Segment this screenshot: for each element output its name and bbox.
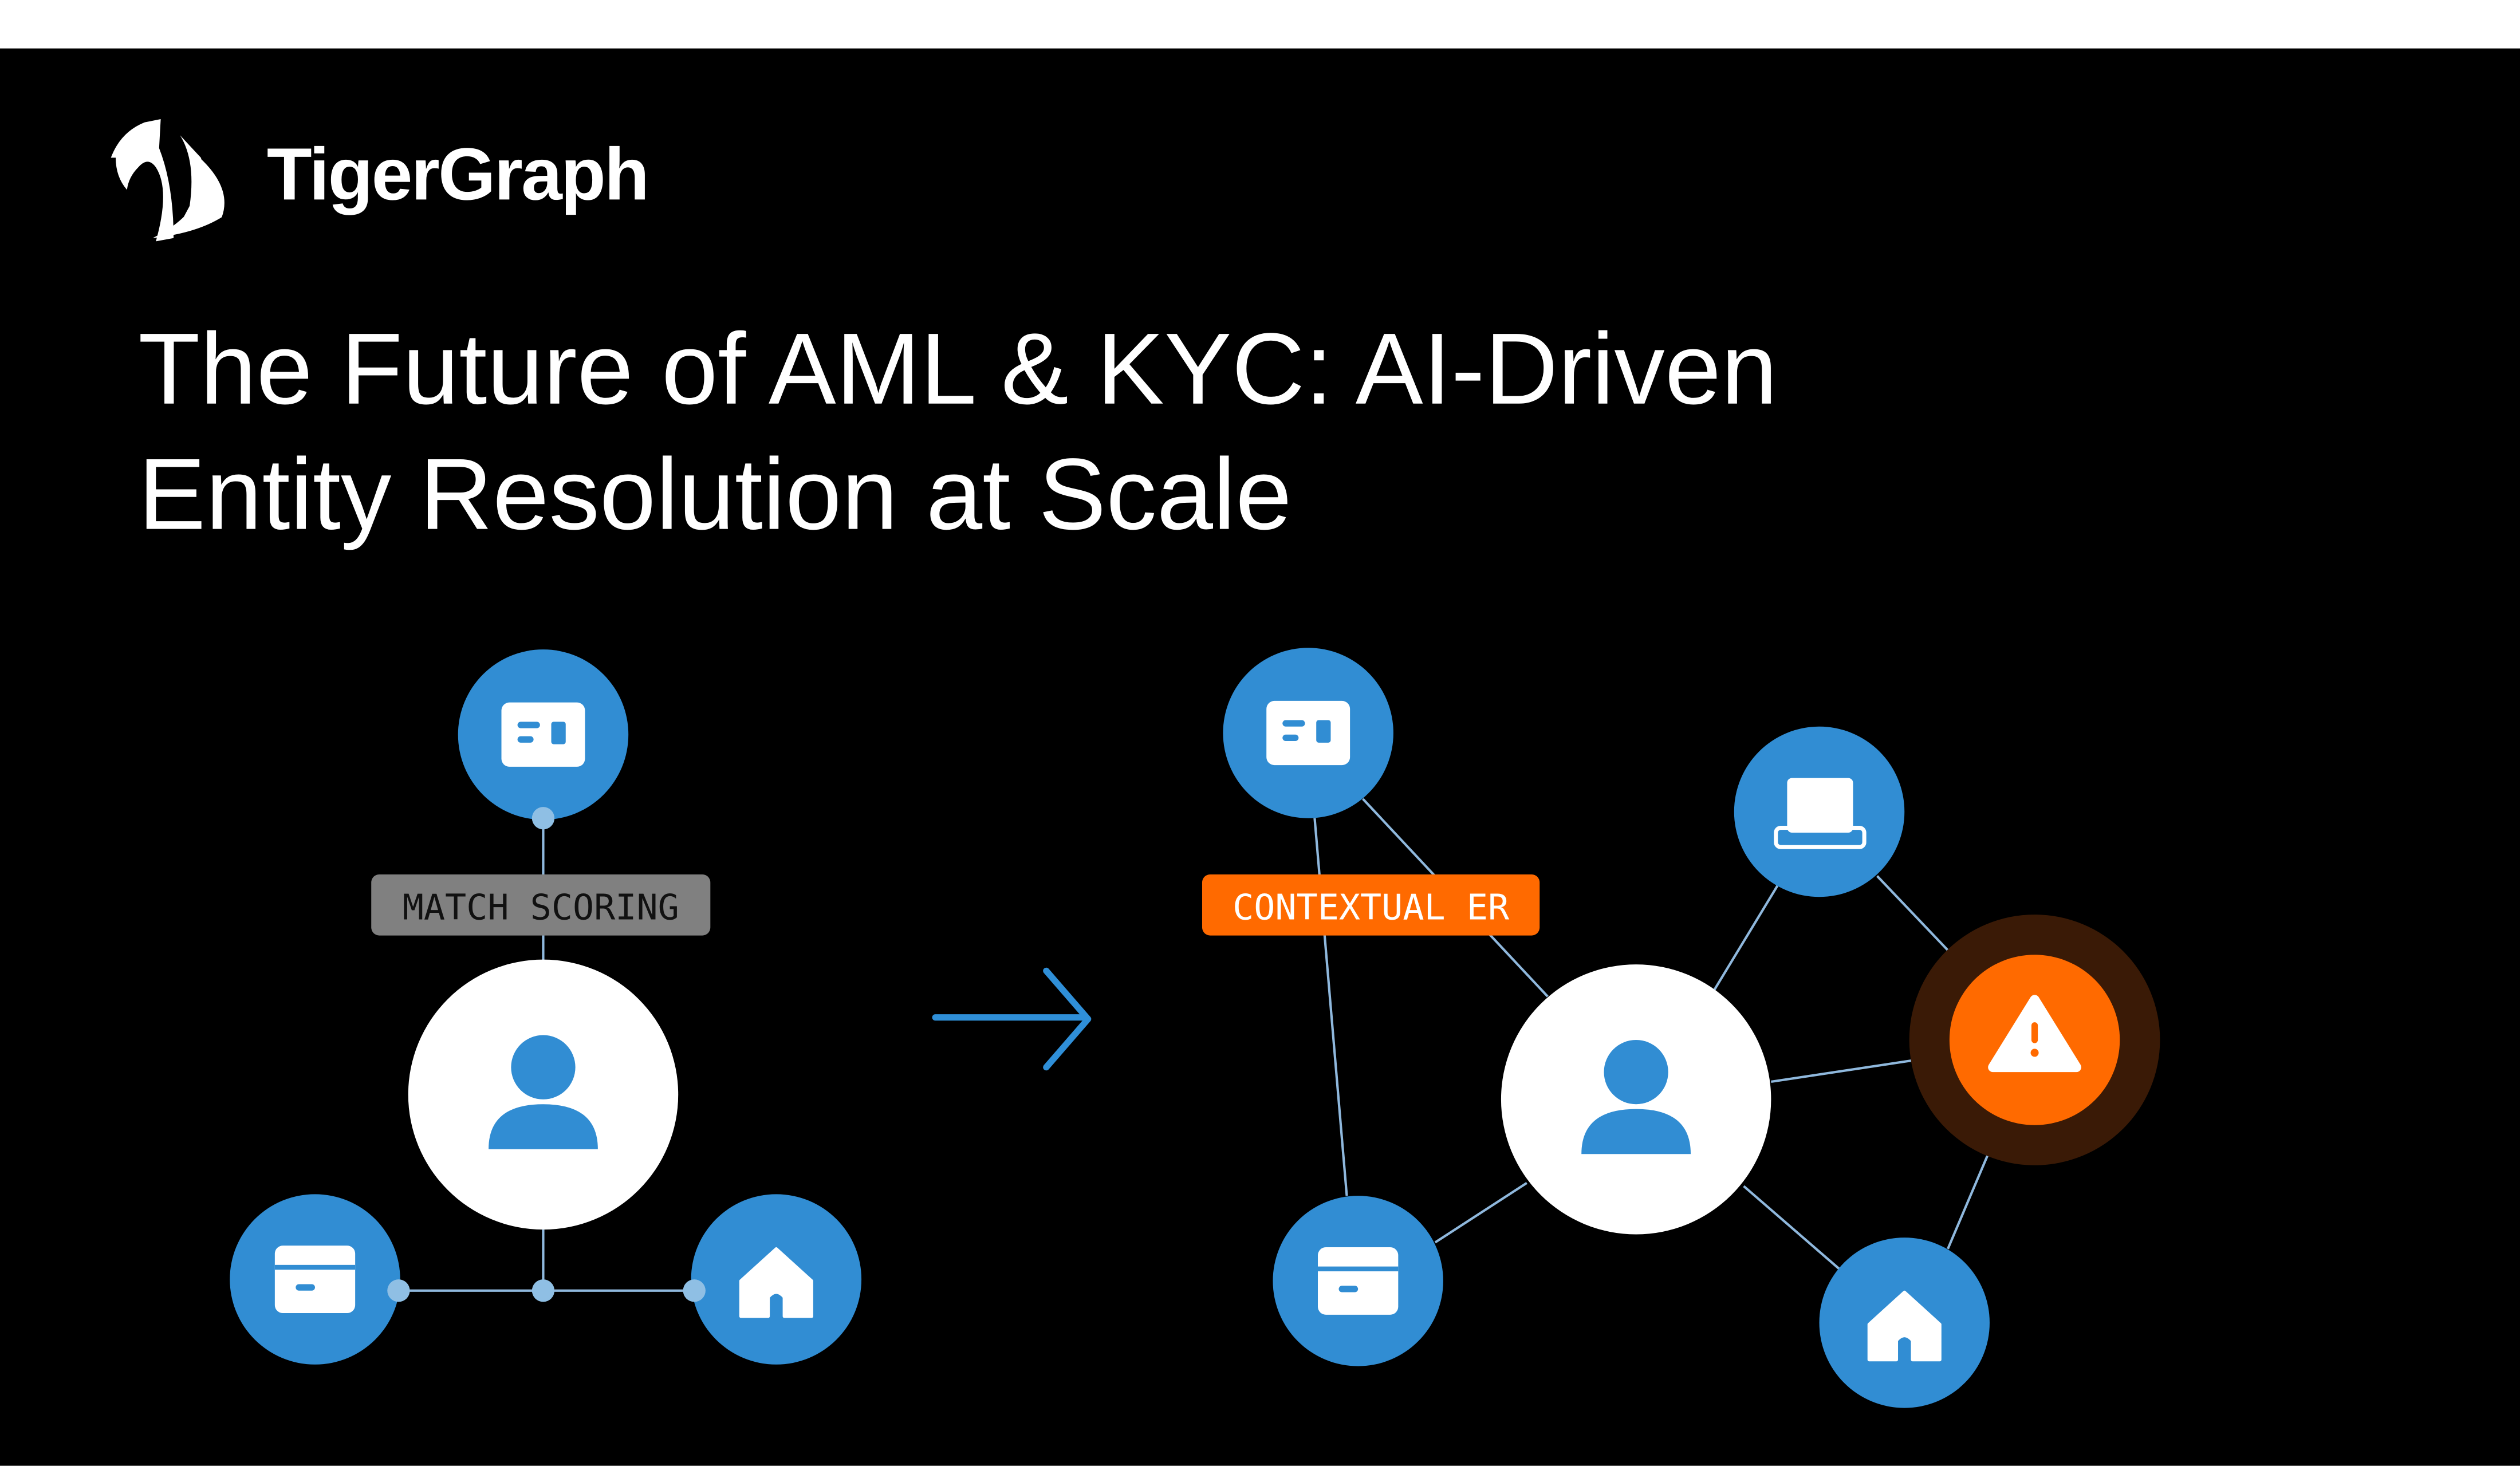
- connector-dot: [531, 1279, 555, 1302]
- id-card-icon: [501, 702, 585, 767]
- tiger-head-icon: [111, 119, 225, 242]
- node-credit-card: [230, 1194, 400, 1365]
- node-home: [1819, 1238, 1990, 1408]
- arrow-right-icon: [932, 967, 1092, 1071]
- brand-name: TigerGraph: [267, 133, 648, 215]
- node-credit-card: [1273, 1196, 1443, 1366]
- page-title-line1: The Future of AML & KYC: AI-Driven: [138, 313, 1777, 425]
- contextual-er-badge: [1202, 874, 1540, 936]
- left-diagram: MATCH SCORING: [230, 649, 862, 1365]
- connector-dot: [683, 1279, 706, 1302]
- id-card-icon: [1266, 700, 1350, 766]
- right-diagram: CONTEXTUAL ER: [1202, 648, 2160, 1408]
- node-person: [408, 959, 679, 1230]
- credit-card-icon: [274, 1246, 356, 1314]
- match-scoring-badge: [371, 874, 711, 936]
- node-home: [691, 1194, 862, 1365]
- top-white-bar: [0, 0, 2520, 49]
- node-laptop: [1734, 726, 1905, 897]
- connector-dot: [531, 807, 555, 830]
- node-id-card: [1223, 648, 1393, 818]
- page-title-line2: Entity Resolution at Scale: [138, 438, 1292, 551]
- warning-icon: [1988, 995, 2081, 1073]
- node-warning: [1949, 955, 2120, 1125]
- node-person: [1501, 964, 1771, 1235]
- match-scoring-label: MATCH SCORING: [403, 887, 679, 928]
- connector-dot: [387, 1279, 410, 1302]
- node-id-card: [458, 649, 629, 820]
- credit-card-icon: [1318, 1247, 1399, 1315]
- contextual-er-label: CONTEXTUAL ER: [1233, 887, 1510, 928]
- laptop-icon: [1774, 778, 1867, 849]
